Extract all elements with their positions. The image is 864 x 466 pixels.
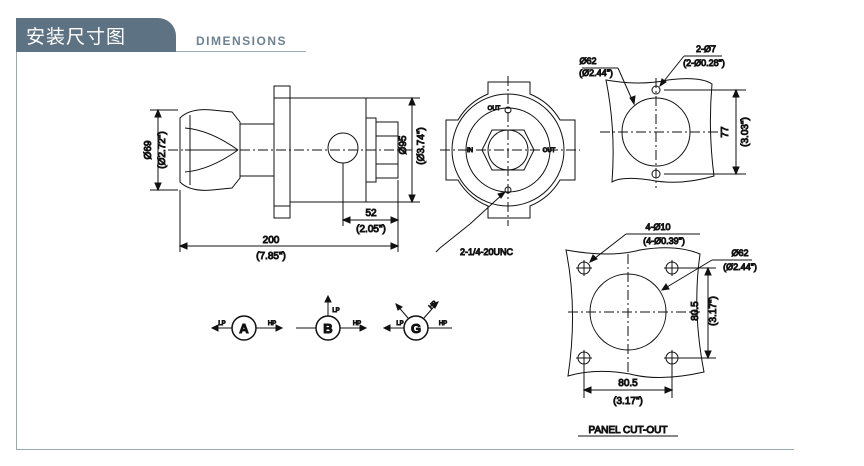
panel-v-80-5: 80.5: [690, 301, 701, 321]
panel-dia62-inch: (Ø2.44"): [723, 262, 757, 272]
page-subtitle: DIMENSIONS: [196, 34, 288, 48]
panel-cutout: [565, 233, 752, 437]
page-title: 安装尺寸图: [26, 26, 127, 48]
type-symbol-a: [210, 315, 284, 341]
panel-h-80-5-inch: (3.17"): [613, 396, 643, 407]
side-view: [150, 85, 420, 252]
type-g-hp: HP: [439, 321, 447, 327]
type-b-hp: HP: [353, 321, 361, 327]
port-out-top: OUT: [488, 106, 501, 112]
hole-view: [582, 55, 746, 188]
dim-52-inch: (2.05"): [356, 224, 386, 235]
dim-200: 200: [263, 235, 280, 246]
hole-2-dia7-inch: (2-Ø0.28"): [683, 58, 725, 68]
hole-2-dia7: 2-Ø7: [696, 44, 716, 54]
front-view: [435, 76, 580, 253]
dim-200-inch: (7.85"): [256, 251, 286, 262]
type-a-letter: A: [239, 321, 249, 336]
frame-bottom-line: [16, 449, 794, 450]
dim-dia95-inch: (Ø3.74"): [416, 127, 427, 164]
panel-4-dia10-inch: (4-Ø0.39"): [643, 236, 685, 246]
panel-h-80-5: 80.5: [618, 378, 638, 389]
frame-left-line: [16, 52, 17, 449]
thread-label: 2-1/4-20UNC: [460, 247, 514, 257]
type-symbol-b: [296, 294, 368, 341]
hole-77: 77: [720, 126, 731, 138]
type-symbol-g: [382, 301, 452, 341]
type-a-hp: HP: [268, 321, 276, 327]
port-out-right: OUT: [543, 148, 556, 154]
type-g-lp: LP: [396, 321, 403, 327]
hole-dia62-inch: (Ø2.44"): [579, 68, 613, 78]
type-a-lp: LP: [218, 321, 225, 327]
type-b-letter: B: [323, 321, 332, 336]
type-b-lp: LP: [332, 308, 339, 314]
hole-77-inch: (3.03"): [740, 117, 751, 147]
header-rule: [176, 51, 306, 52]
hole-dia62: Ø62: [579, 56, 596, 66]
type-g-letter: G: [411, 321, 421, 336]
dim-dia95: Ø95: [398, 135, 409, 154]
panel-caption: PANEL CUT-OUT: [589, 425, 668, 436]
dim-52: 52: [365, 208, 377, 219]
type-g-hp-diagonal: HP: [428, 300, 438, 310]
panel-4-dia10: 4-Ø10: [645, 222, 670, 232]
port-in: IN: [467, 148, 473, 154]
dim-dia69-inch: (Ø2.72"): [157, 131, 168, 168]
panel-v-80-5-inch: (3.17"): [708, 296, 719, 326]
panel-dia62: Ø62: [731, 248, 748, 258]
dim-dia69: Ø69: [143, 140, 154, 159]
header-tab: [16, 18, 176, 52]
